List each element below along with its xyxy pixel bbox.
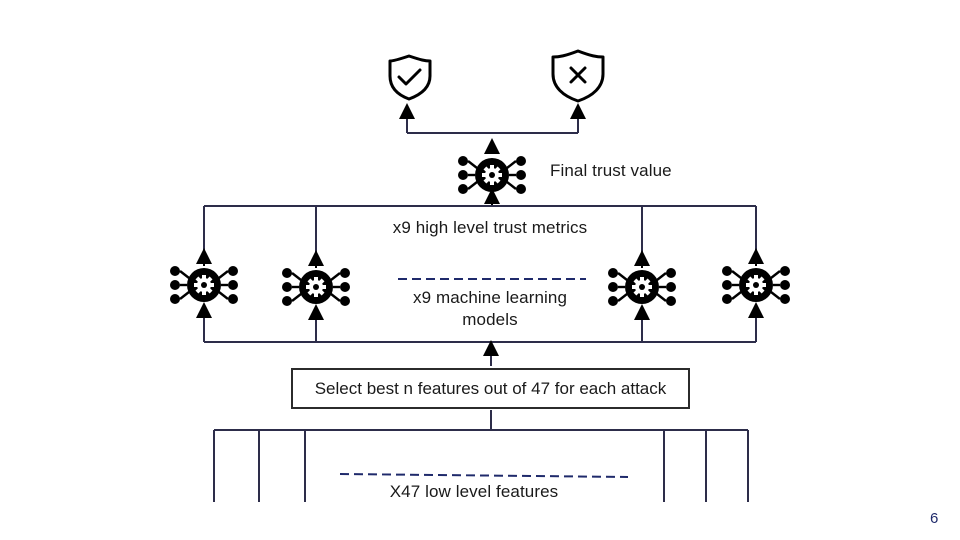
final-trust-label: Final trust value xyxy=(550,161,672,180)
ml-models-label: x9 machine learning models xyxy=(412,288,568,329)
final-to-shields-connector xyxy=(399,103,586,134)
neural-network-gear-icon xyxy=(606,266,678,308)
ml-model-node xyxy=(606,250,678,308)
feature-selection-label: Select best n features out of 47 for eac… xyxy=(314,378,667,398)
neural-network-gear-icon xyxy=(456,154,528,196)
feature-selection-box: Select best n features out of 47 for eac… xyxy=(291,368,690,409)
high-level-metrics-label: x9 high level trust metrics xyxy=(392,218,588,237)
ml-models-input-bus xyxy=(196,302,764,366)
neural-network-gear-icon xyxy=(168,264,240,306)
neural-network-gear-icon xyxy=(280,266,352,308)
ml-model-node xyxy=(280,250,352,308)
final-trust-node xyxy=(456,138,528,206)
page-number: 6 xyxy=(930,510,939,527)
shield-x-icon xyxy=(551,49,605,103)
shield-check-icon xyxy=(388,54,432,101)
ml-model-node xyxy=(720,248,792,306)
low-level-features-bus xyxy=(213,410,749,502)
low-level-features-label: X47 low level features xyxy=(389,482,559,501)
neural-network-gear-icon xyxy=(720,264,792,306)
low-level-features-ellipsis xyxy=(339,473,629,478)
ml-model-node xyxy=(168,248,240,306)
